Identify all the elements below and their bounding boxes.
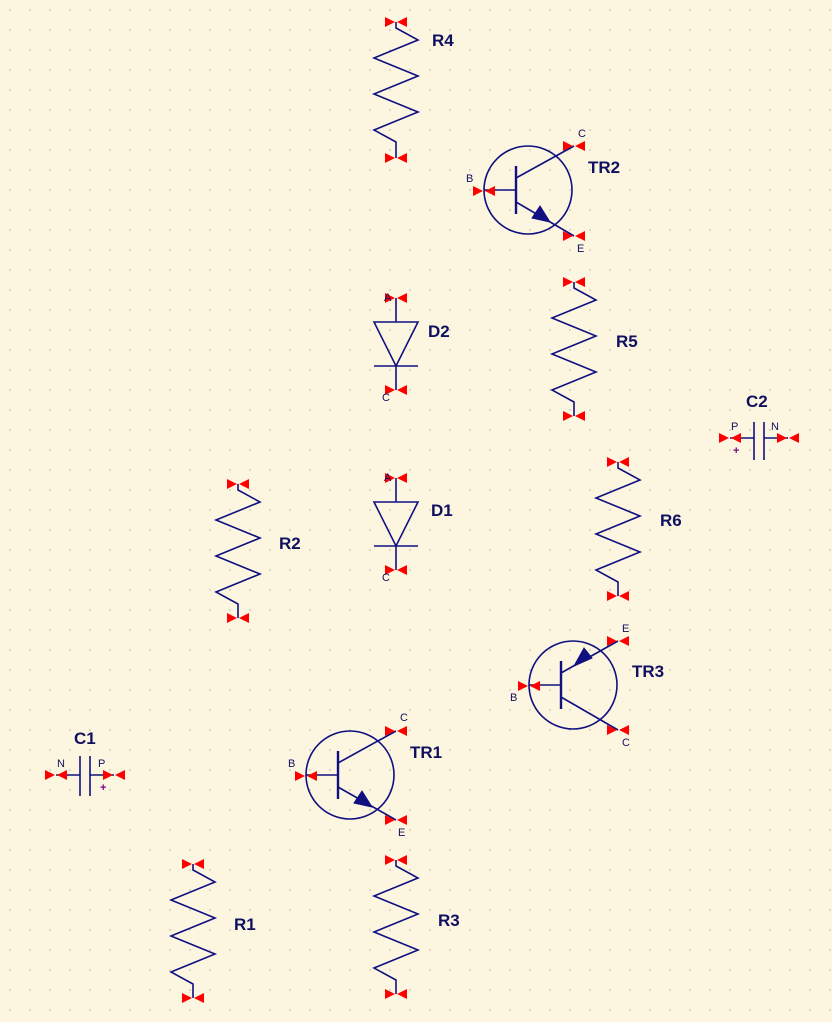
pin-label-cathode: C bbox=[382, 572, 390, 584]
resistor-r6[interactable]: R6 bbox=[593, 457, 682, 601]
diode-d2[interactable]: A C D2 bbox=[372, 292, 450, 404]
ref-label-c1: C1 bbox=[74, 729, 96, 748]
diode-d1[interactable]: A C D1 bbox=[372, 472, 453, 584]
resistor-r1[interactable]: R1 bbox=[168, 859, 256, 1003]
pin-label-emitter: E bbox=[398, 827, 405, 839]
ref-label-r4: R4 bbox=[432, 31, 454, 50]
resistor-r4[interactable]: R4 bbox=[371, 17, 454, 163]
pin-label-collector: C bbox=[400, 712, 408, 724]
pin-label-emitter: E bbox=[577, 243, 584, 255]
ref-label-r3: R3 bbox=[438, 911, 460, 930]
ref-label-r6: R6 bbox=[660, 511, 682, 530]
ref-label-tr2: TR2 bbox=[588, 158, 620, 177]
ref-label-tr3: TR3 bbox=[632, 662, 664, 681]
pin-label-base: B bbox=[466, 173, 473, 185]
pin-label-base: B bbox=[288, 758, 295, 770]
transistor-tr3[interactable]: B E C TR3 bbox=[510, 623, 664, 749]
polarity-plus: + bbox=[733, 445, 739, 457]
ref-label-tr1: TR1 bbox=[410, 743, 442, 762]
ref-label-d1: D1 bbox=[431, 501, 453, 520]
capacitor-c1[interactable]: N P + C1 bbox=[45, 729, 125, 796]
ref-label-r5: R5 bbox=[616, 332, 638, 351]
pin-label-emitter: E bbox=[622, 623, 629, 635]
ref-label-r2: R2 bbox=[279, 534, 301, 553]
polarity-plus: + bbox=[100, 782, 106, 794]
transistor-tr2[interactable]: B C E TR2 bbox=[466, 128, 620, 255]
pin-label-n: N bbox=[57, 758, 65, 770]
transistor-tr1[interactable]: B C E TR1 bbox=[288, 712, 442, 839]
pin-label-n: N bbox=[771, 421, 779, 433]
pin-label-anode: A bbox=[384, 292, 392, 304]
resistor-r2[interactable]: R2 bbox=[213, 479, 301, 623]
pin-label-cathode: C bbox=[382, 392, 390, 404]
ref-label-r1: R1 bbox=[234, 915, 256, 934]
pin-label-p: P bbox=[731, 421, 738, 433]
ref-label-d2: D2 bbox=[428, 322, 450, 341]
pin-label-anode: A bbox=[384, 472, 392, 484]
capacitor-c2[interactable]: P N + C2 bbox=[719, 392, 799, 460]
ref-label-c2: C2 bbox=[746, 392, 768, 411]
resistor-r3[interactable]: R3 bbox=[371, 855, 460, 999]
pin-label-p: P bbox=[98, 758, 105, 770]
resistor-r5[interactable]: R5 bbox=[549, 277, 638, 421]
pin-label-collector: C bbox=[622, 737, 630, 749]
pin-label-base: B bbox=[510, 692, 517, 704]
pin-label-collector: C bbox=[578, 128, 586, 140]
